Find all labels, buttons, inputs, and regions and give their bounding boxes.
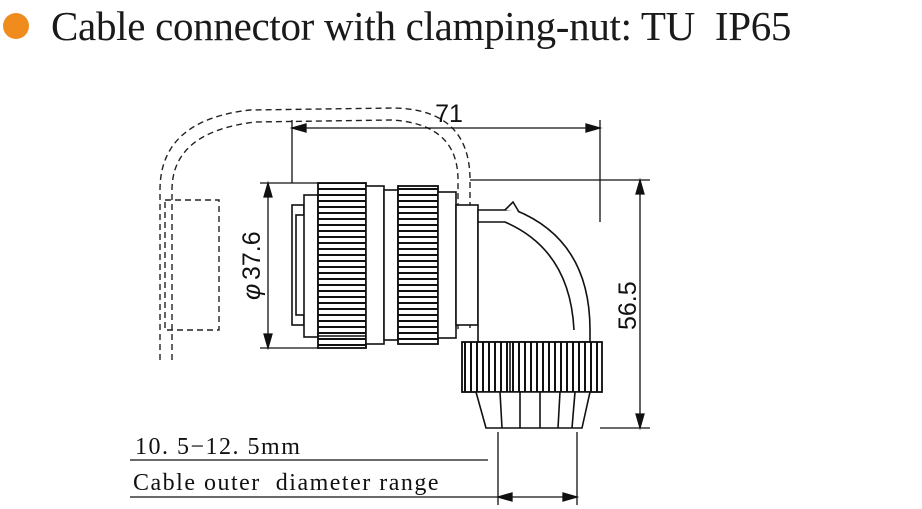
diameter-symbol: φ: [238, 284, 266, 300]
orange-bullet-icon: [3, 13, 29, 39]
cable-outline: [159, 107, 471, 360]
length-dimension-label: 71: [435, 100, 463, 128]
dimension-diameter: [260, 180, 320, 351]
diameter-dimension-label: 37.6: [238, 231, 266, 280]
dimension-height: [470, 177, 650, 431]
page-title: Cable connector with clamping-nut: TU IP…: [51, 3, 792, 49]
height-dimension-label: 56.5: [614, 281, 642, 330]
cable-range-label: Cable outer diameter range: [133, 470, 440, 496]
cable-range-value: 10. 5−12. 5mm: [135, 434, 301, 460]
title-bar: Cable connector with clamping-nut: TU IP…: [0, 0, 922, 52]
dimension-cable-range: [130, 432, 580, 505]
connector-body: [291, 182, 603, 429]
dimension-length: [289, 120, 603, 222]
